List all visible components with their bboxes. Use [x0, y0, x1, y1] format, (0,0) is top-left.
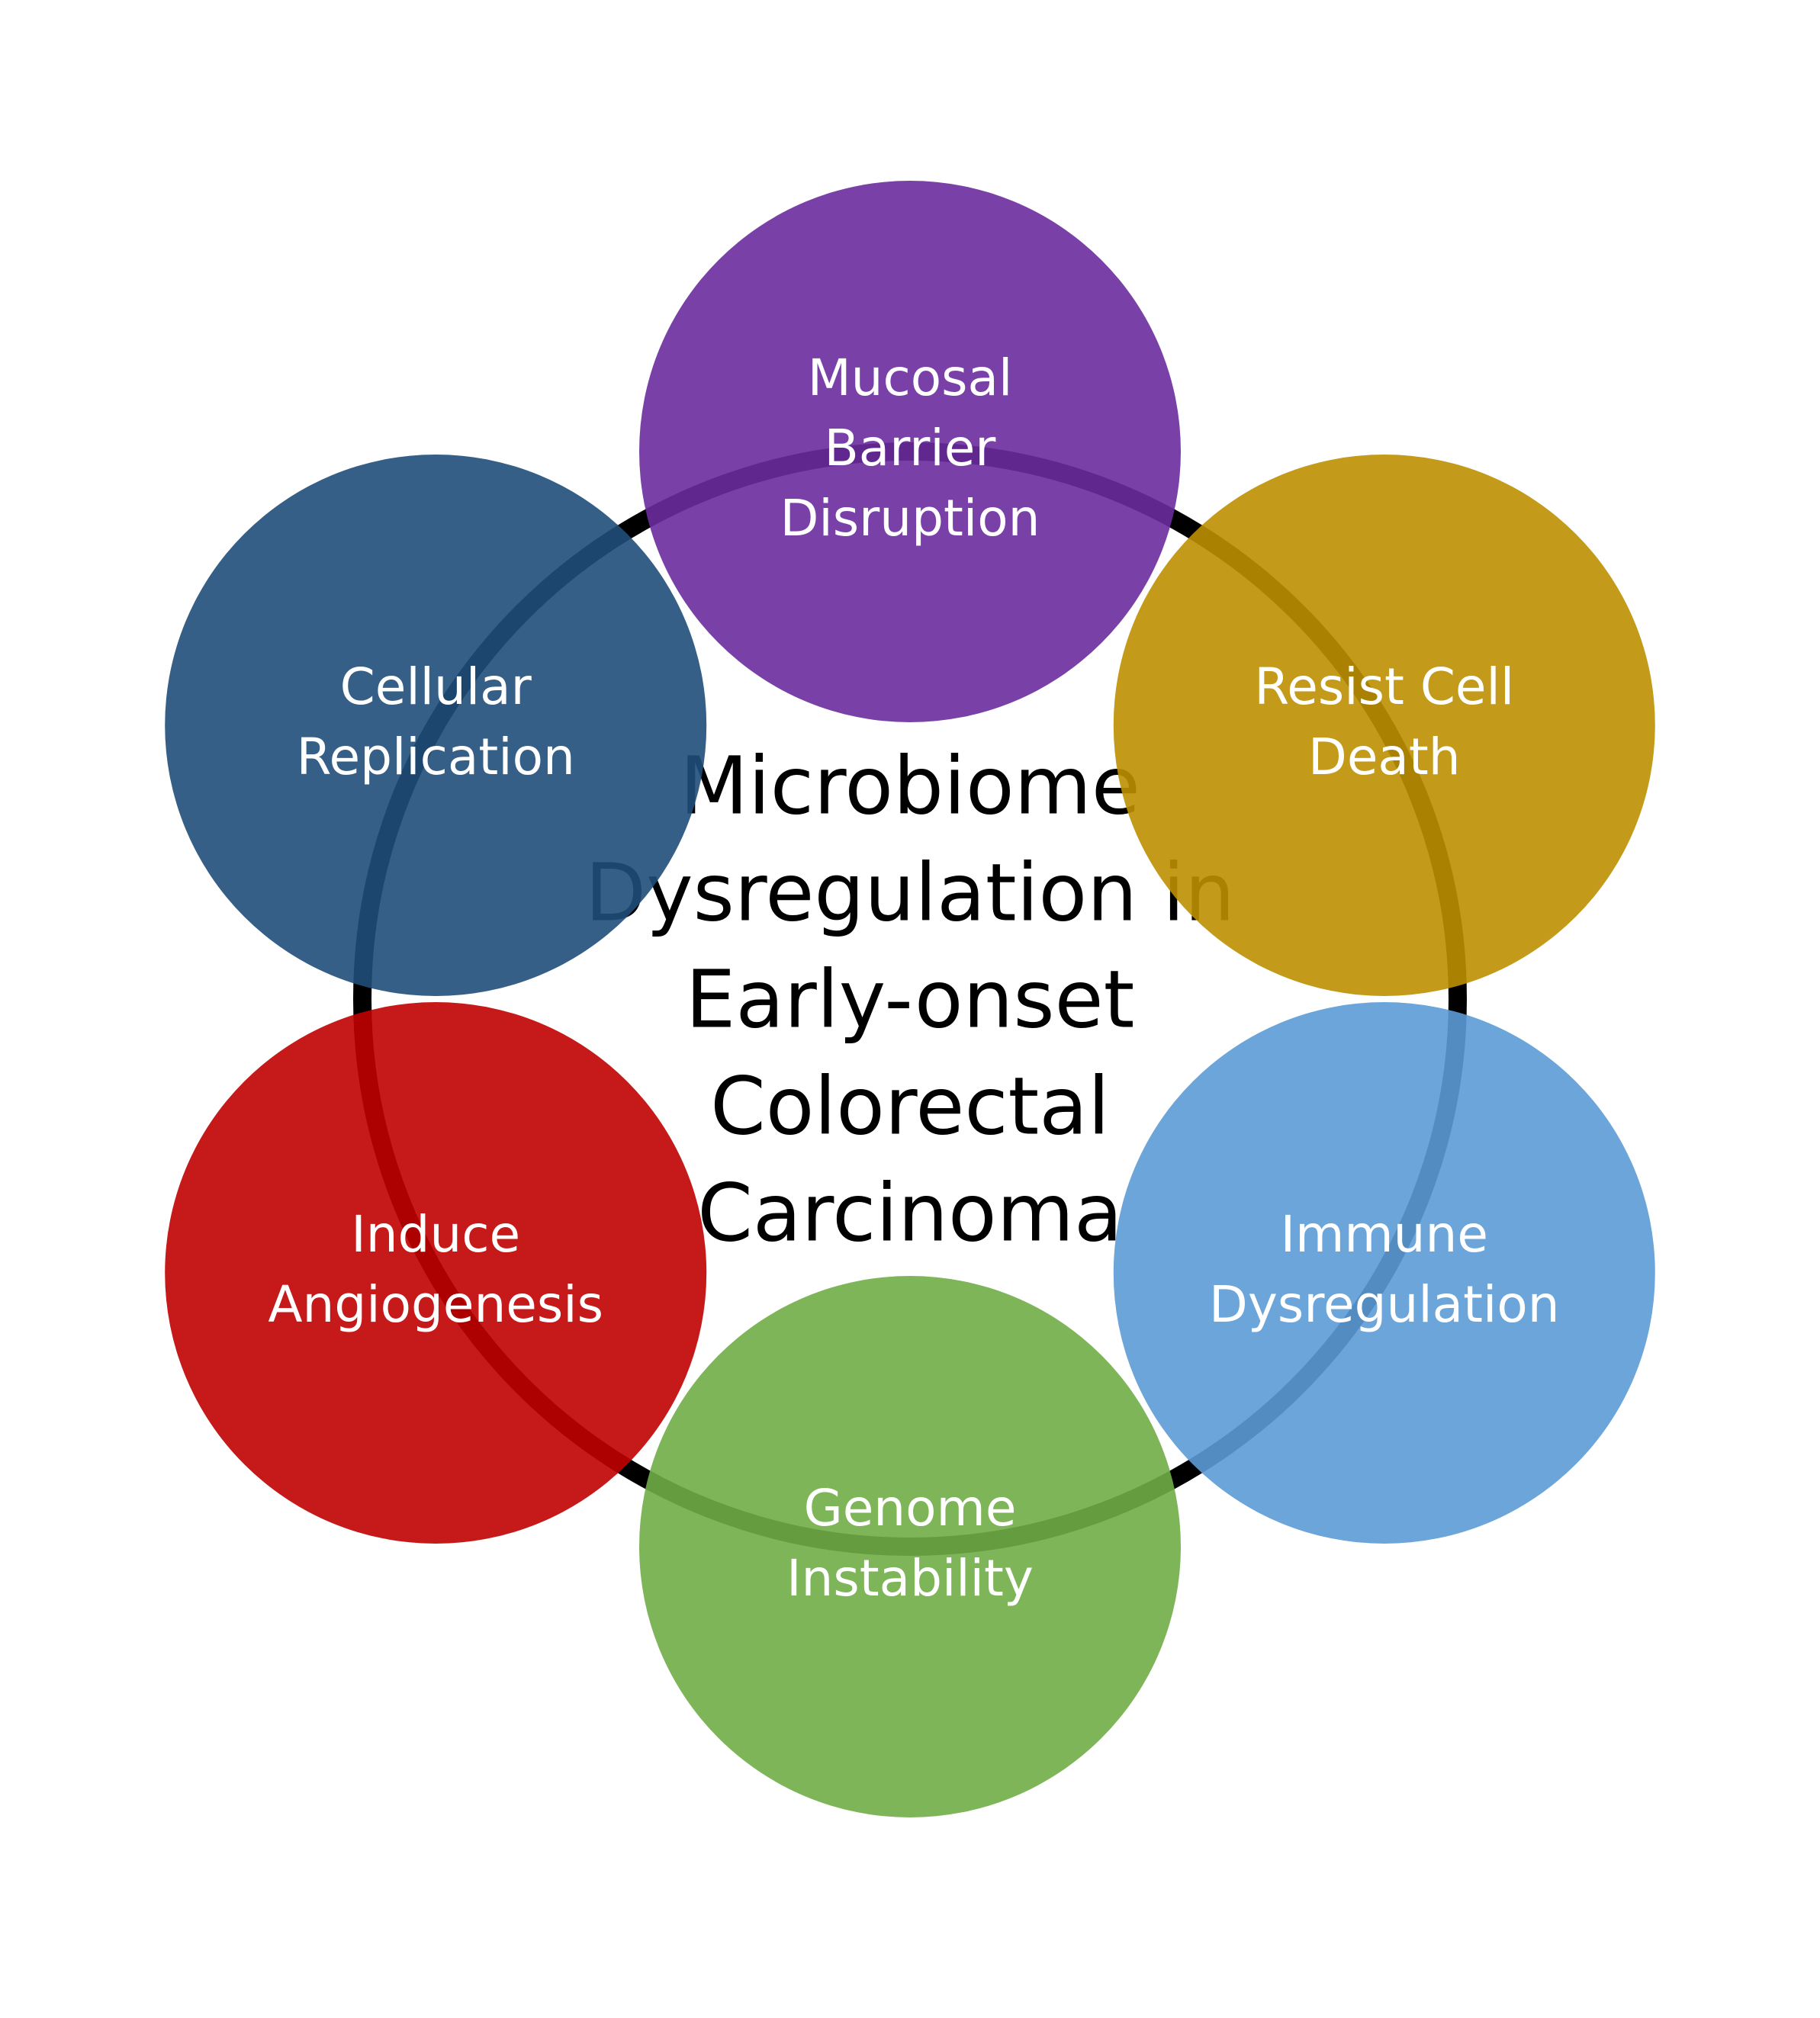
genome-instability-label-line-2: Instability: [786, 1549, 1034, 1608]
center-title-line-3: Early-onset: [686, 953, 1135, 1046]
immune-dysregulation-label-line-1: Immune: [1281, 1205, 1488, 1264]
induce-angiogenesis-label-line-2: Angiogenesis: [268, 1275, 603, 1334]
cellular-replication-label-line-2: Replication: [297, 728, 575, 786]
induce-angiogenesis-label-line-1: Induce: [351, 1205, 520, 1264]
cellular-replication-circle[interactable]: [165, 455, 707, 996]
center-title-line-4: Colorectal: [710, 1059, 1110, 1152]
genome-instability-label-line-1: Genome: [804, 1479, 1017, 1538]
center-title-line-5: Carcinoma: [697, 1166, 1122, 1259]
mucosal-barrier-disruption-label-line-1: Mucosal: [808, 349, 1013, 407]
cellular-replication-label-line-1: Cellular: [340, 657, 532, 716]
mucosal-barrier-disruption-label-line-3: Disruption: [780, 489, 1040, 548]
center-title-line-2: Dysregulation in: [585, 846, 1235, 939]
mucosal-barrier-disruption-circle[interactable]: [639, 181, 1181, 722]
resist-cell-death-circle[interactable]: [1113, 455, 1655, 996]
induce-angiogenesis-circle[interactable]: [165, 1002, 707, 1544]
genome-instability-circle[interactable]: [639, 1276, 1181, 1817]
center-title-line-1: Microbiome: [680, 739, 1140, 832]
mucosal-barrier-disruption-label-line-2: Barrier: [825, 419, 997, 477]
resist-cell-death-label-line-1: Resist Cell: [1254, 657, 1514, 716]
center-title: Microbiome Dysregulation in Early-onset …: [585, 739, 1235, 1259]
resist-cell-death-label-line-2: Death: [1308, 728, 1461, 786]
immune-dysregulation-circle[interactable]: [1113, 1002, 1655, 1544]
immune-dysregulation-label-line-2: Dysregulation: [1209, 1275, 1560, 1334]
